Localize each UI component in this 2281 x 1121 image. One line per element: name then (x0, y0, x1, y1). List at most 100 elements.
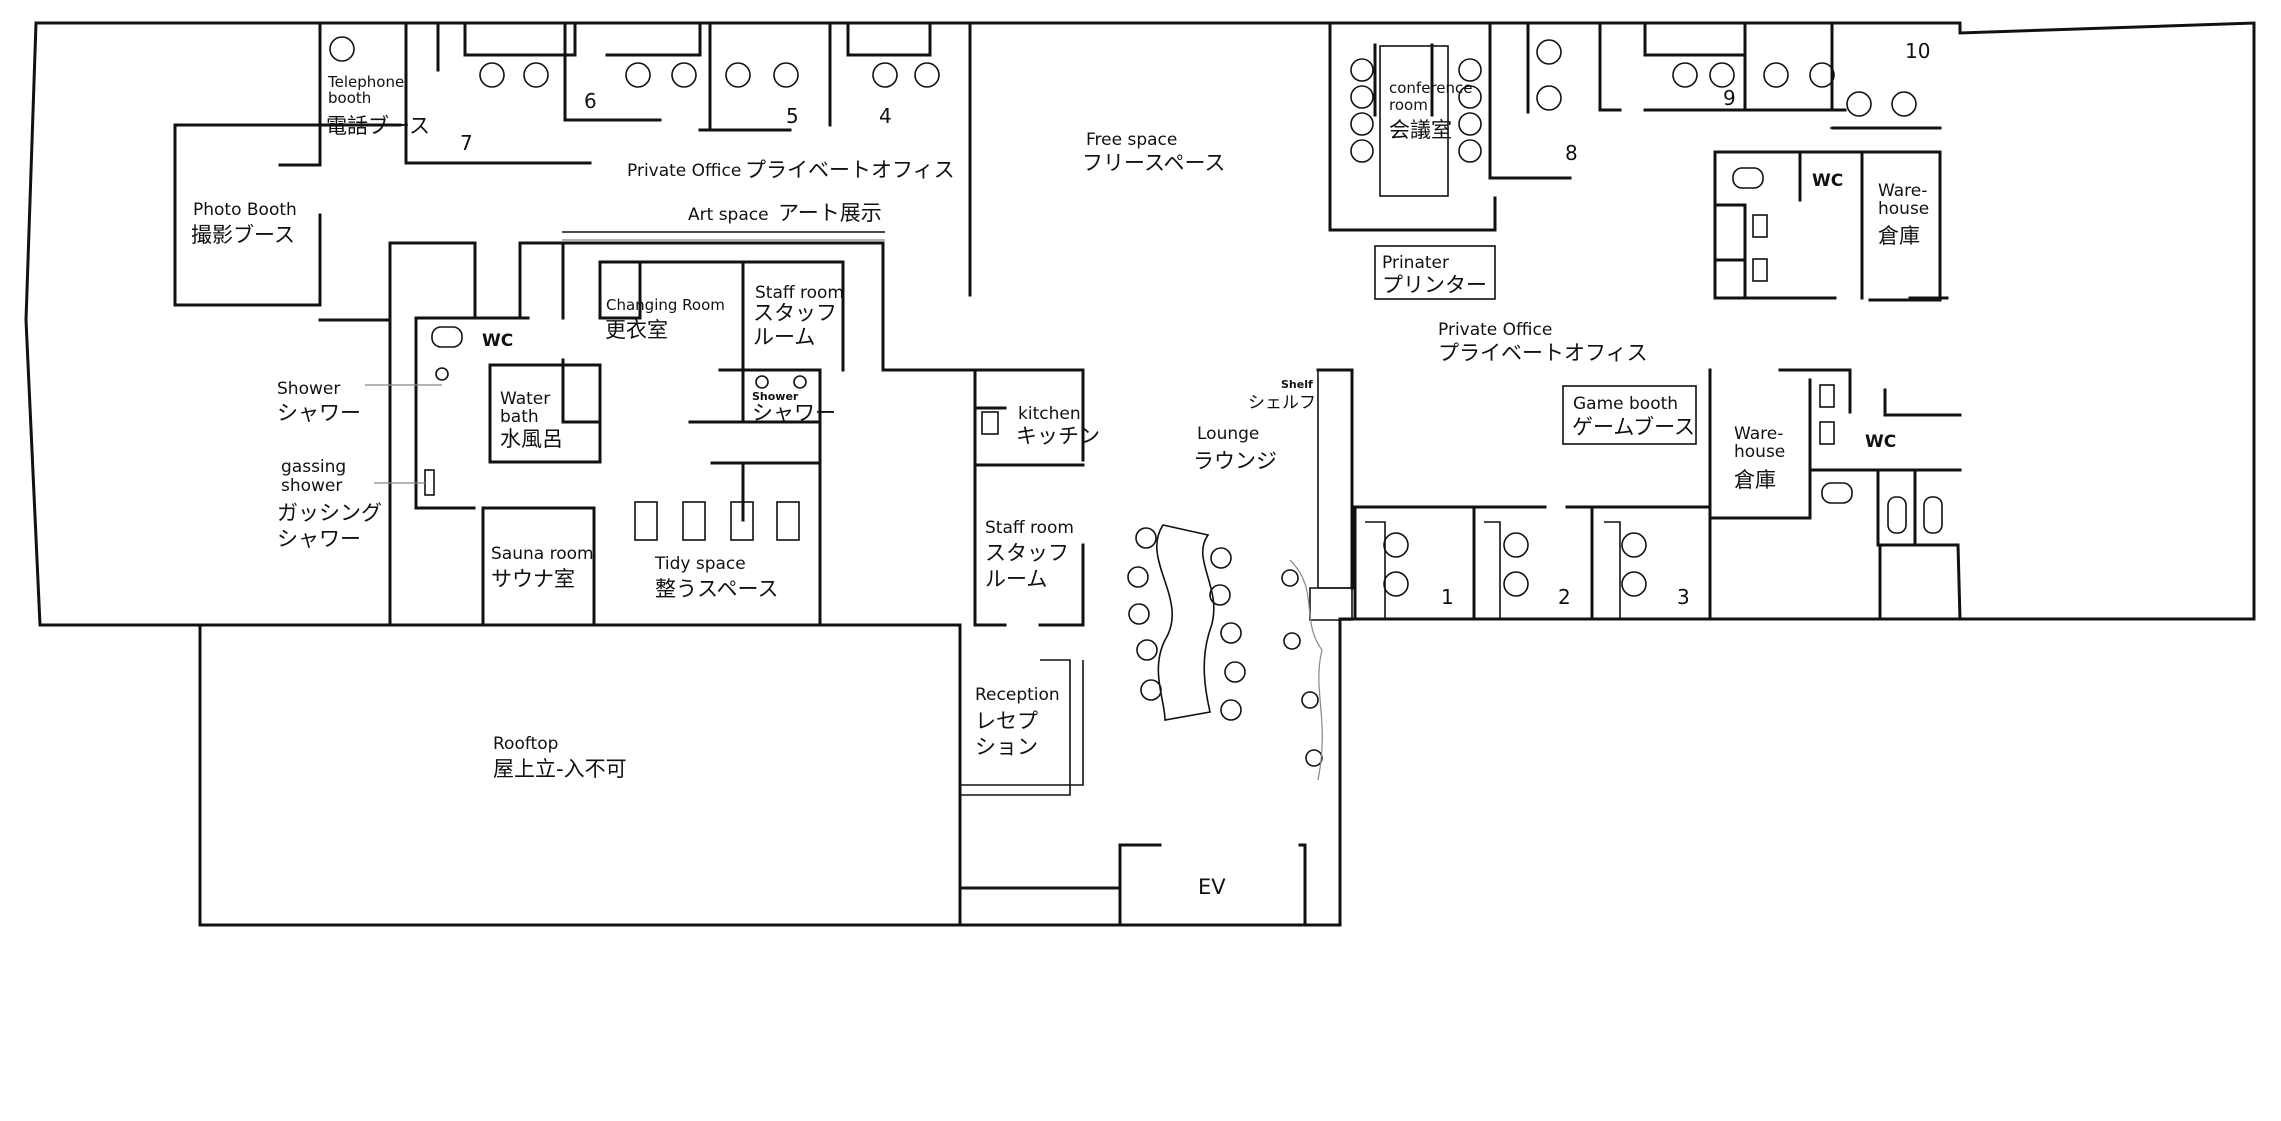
office-number-6: 6 (584, 89, 597, 113)
changing-room-label-jp: 更衣室 (605, 318, 668, 342)
shower-head-icon (755, 375, 769, 389)
private-office-west-label-en: Private Office (627, 161, 741, 181)
water-bath-label-en-2: bath (500, 407, 539, 427)
wc-west-label: WC (482, 331, 513, 351)
private-office-east-label-jp: プライベートオフィス (1438, 341, 1648, 365)
bench-icon (682, 501, 706, 541)
conference-chair (1458, 139, 1482, 163)
service-walls (958, 368, 1307, 927)
office-chair (523, 62, 549, 88)
office-chair (914, 62, 940, 88)
shelf-label-en: Shelf (1281, 378, 1313, 391)
conference-chair (1350, 85, 1374, 109)
shower-head-icon (435, 367, 449, 381)
tidy-space-label-en: Tidy space (654, 554, 746, 574)
office-chair (1621, 532, 1647, 558)
office-number-1: 1 (1441, 585, 1454, 609)
lounge-chair (1127, 566, 1149, 588)
office-chair (1621, 571, 1647, 597)
labels: Telephone booth 電話ブース Photo Booth 撮影ブース … (191, 36, 1930, 899)
bench-icon (634, 501, 658, 541)
wc-toilet-icon (1821, 482, 1853, 504)
kitchen-label-jp: キッチン (1016, 424, 1100, 448)
office-number-8: 8 (1565, 141, 1578, 165)
staff-room-south-label-en: Staff room (985, 518, 1074, 538)
sink-icon (1819, 384, 1835, 408)
shelf-post (1301, 691, 1319, 709)
private-office-east-label-en: Private Office (1438, 320, 1552, 340)
office-number-10: 10 (1905, 39, 1930, 63)
office-chair (773, 62, 799, 88)
staff-room-north-label-jp-1: スタッフ (753, 301, 837, 325)
sink-icon (1819, 421, 1835, 445)
lounge-chair (1135, 527, 1157, 549)
office-chair (725, 62, 751, 88)
game-booth-label-jp: ゲームブース (1572, 415, 1695, 439)
rooftop-label-en: Rooftop (493, 734, 558, 754)
shower-small-label-en: Shower (752, 390, 799, 403)
wc-toilet-icon (1887, 496, 1907, 534)
water-bath-label-en-1: Water (500, 389, 550, 409)
reception-label-jp-1: レセプ (975, 709, 1038, 733)
lounge-table (1156, 524, 1215, 721)
kitchen-label-en: kitchen (1018, 404, 1081, 424)
office-chair (1383, 571, 1409, 597)
shelf-post (1281, 569, 1299, 587)
east-furniture (1350, 39, 1943, 597)
reception-label-jp-2: ション (975, 735, 1038, 759)
office-number-5: 5 (786, 104, 799, 128)
conference-chair (1350, 58, 1374, 82)
art-space-label-en: Art space (688, 205, 769, 225)
warehouse-south-label-en-1: Ware- (1734, 424, 1783, 444)
conference-chair (1458, 85, 1482, 109)
office-number-2: 2 (1558, 585, 1571, 609)
telephone-booth-chair (329, 36, 355, 62)
office-chair (1536, 85, 1562, 111)
staff-room-north-label-en: Staff room (755, 283, 844, 303)
art-space-rails (562, 231, 885, 241)
office-chair (1503, 532, 1529, 558)
lounge-chair (1220, 622, 1242, 644)
office-chair (872, 62, 898, 88)
changing-room-label-en: Changing Room (606, 296, 725, 314)
photo-booth-label-en: Photo Booth (193, 200, 297, 220)
shelf-label-jp: シェルフ (1248, 393, 1316, 413)
lounge-chair (1209, 584, 1231, 606)
office-chair (1809, 62, 1835, 88)
art-space-label-jp: アート展示 (778, 201, 882, 225)
wc-north-label: WC (1812, 171, 1843, 191)
game-booth-label-en: Game booth (1573, 394, 1678, 414)
conference-room-label-jp: 会議室 (1389, 118, 1452, 142)
conference-chair (1350, 139, 1374, 163)
sink-icon (981, 411, 999, 435)
lounge-chair (1220, 699, 1242, 721)
shelf-post (1283, 632, 1301, 650)
office-number-7: 7 (460, 131, 473, 155)
lounge-chair (1128, 603, 1150, 625)
reception-label-en: Reception (975, 685, 1060, 705)
rooftop-label-jp: 屋上立-入不可 (493, 757, 627, 781)
office-chair (1536, 39, 1562, 65)
printer-label-en: Prinater (1382, 253, 1449, 273)
sink-icon (1752, 258, 1768, 282)
warehouse-north-label-jp: 倉庫 (1878, 224, 1920, 248)
office-chair (1891, 91, 1917, 117)
lounge-chair (1140, 679, 1162, 701)
conference-chair (1458, 112, 1482, 136)
office-number-4: 4 (879, 104, 892, 128)
telephone-booth-label-en-2: booth (328, 89, 371, 107)
office-chair (1709, 62, 1735, 88)
telephone-booth-label-jp: 電話ブース (326, 114, 430, 138)
office-chair (1846, 91, 1872, 117)
office-chair (671, 62, 697, 88)
conference-chair (1458, 58, 1482, 82)
wc-south-label: WC (1865, 432, 1896, 452)
warehouse-north-label-en-1: Ware- (1878, 181, 1927, 201)
lounge-chair (1224, 661, 1246, 683)
telephone-booth-label-en-1: Telephone (327, 73, 404, 91)
spa-walls (388, 241, 977, 627)
warehouse-south-label-en-2: house (1734, 442, 1785, 462)
gassing-shower-label-en-1: gassing (281, 457, 346, 477)
printer-label-jp: プリンター (1382, 273, 1487, 297)
